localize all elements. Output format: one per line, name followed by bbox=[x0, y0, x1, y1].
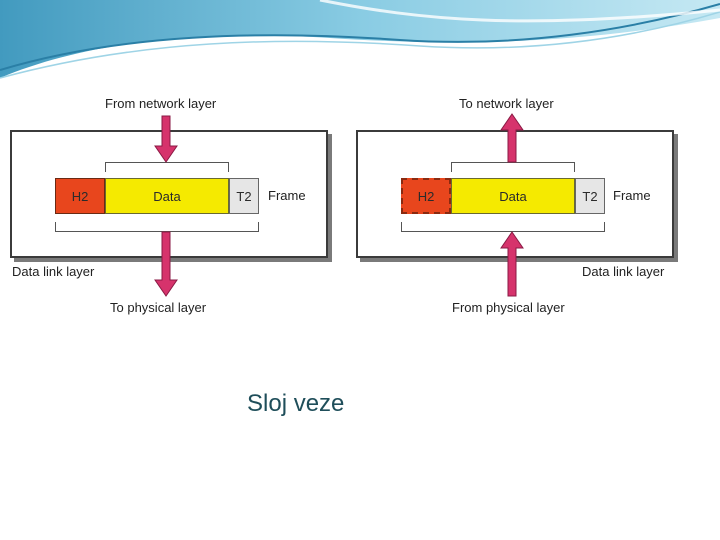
to-physical-layer-label: To physical layer bbox=[110, 300, 207, 315]
frame-bottom-bracket bbox=[401, 222, 605, 232]
header-h2: H2 bbox=[55, 178, 105, 214]
data-segment: Data bbox=[451, 178, 575, 214]
frame-bottom-bracket bbox=[55, 222, 259, 232]
frame-top-bracket bbox=[105, 162, 229, 172]
arrow-down-to-physical-icon bbox=[154, 231, 178, 297]
diagram-area: From network layer H2 Data T2 Frame Data… bbox=[8, 96, 680, 318]
data-link-layer-label: Data link layer bbox=[582, 264, 665, 279]
arrow-up-to-network-icon bbox=[500, 113, 524, 163]
frame-top-bracket bbox=[451, 162, 575, 172]
trailer-t2: T2 bbox=[575, 178, 605, 214]
header-h2-removed: H2 bbox=[401, 178, 451, 214]
data-segment: Data bbox=[105, 178, 229, 214]
arrow-down-from-network-icon bbox=[154, 115, 178, 163]
to-network-layer-label: To network layer bbox=[459, 96, 554, 111]
data-link-layer-label: Data link layer bbox=[12, 264, 95, 279]
from-physical-layer-label: From physical layer bbox=[452, 300, 565, 315]
arrow-up-from-physical-icon bbox=[500, 231, 524, 297]
slide-caption: Sloj veze bbox=[247, 390, 345, 417]
trailer-t2: T2 bbox=[229, 178, 259, 214]
frame-label: Frame bbox=[268, 188, 306, 203]
frame-label: Frame bbox=[613, 188, 651, 203]
from-network-layer-label: From network layer bbox=[105, 96, 217, 111]
header-wave-decoration bbox=[0, 0, 720, 79]
